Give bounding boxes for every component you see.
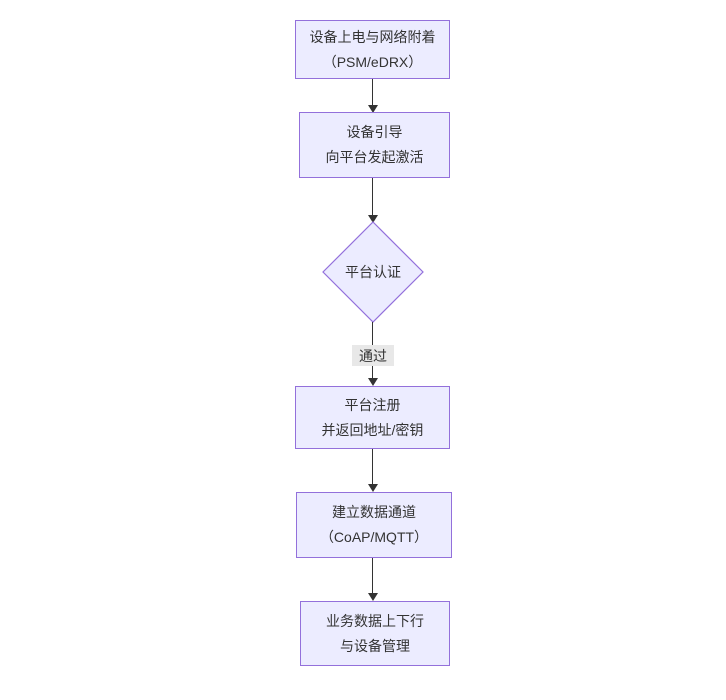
node-platform-auth-shape [322, 221, 424, 323]
node-text-line: （CoAP/MQTT） [319, 529, 429, 545]
edge-register-to-channel [372, 449, 373, 485]
node-platform-register: 平台注册 并返回地址/密钥 [295, 386, 450, 449]
diamond-icon [322, 221, 424, 323]
edge-bootstrap-to-auth [372, 178, 373, 216]
node-platform-auth: 平台认证 [321, 220, 425, 324]
node-text-line: 设备上电与网络附着 [309, 28, 436, 45]
edge-label-text: 通过 [359, 347, 387, 364]
node-text-line: 平台注册 [344, 396, 401, 413]
node-text-line: 与设备管理 [340, 637, 410, 654]
node-text-line: 业务数据上下行 [326, 612, 424, 629]
node-text-line: 建立数据通道 [332, 504, 416, 520]
node-power-attach: 设备上电与网络附着 （PSM/eDRX） [295, 20, 450, 79]
node-text-line: 并返回地址/密钥 [321, 421, 424, 438]
arrow-down-icon [368, 593, 378, 601]
node-text-line: 设备引导 [346, 124, 403, 140]
arrow-down-icon [368, 378, 378, 386]
arrow-down-icon [368, 105, 378, 113]
edge-label-pass: 通过 [352, 345, 394, 366]
node-data-channel: 建立数据通道 （CoAP/MQTT） [296, 492, 452, 558]
node-bootstrap: 设备引导 向平台发起激活 [299, 112, 450, 178]
node-text-line: 平台认证 [345, 264, 401, 280]
node-text-line: （PSM/eDRX） [322, 53, 423, 70]
node-text-line: 向平台发起激活 [325, 149, 424, 165]
node-business-data: 业务数据上下行 与设备管理 [300, 601, 450, 666]
arrow-down-icon [368, 484, 378, 492]
edge-channel-to-business [372, 558, 373, 594]
arrow-down-icon [368, 215, 378, 223]
edge-power-to-bootstrap [372, 79, 373, 106]
